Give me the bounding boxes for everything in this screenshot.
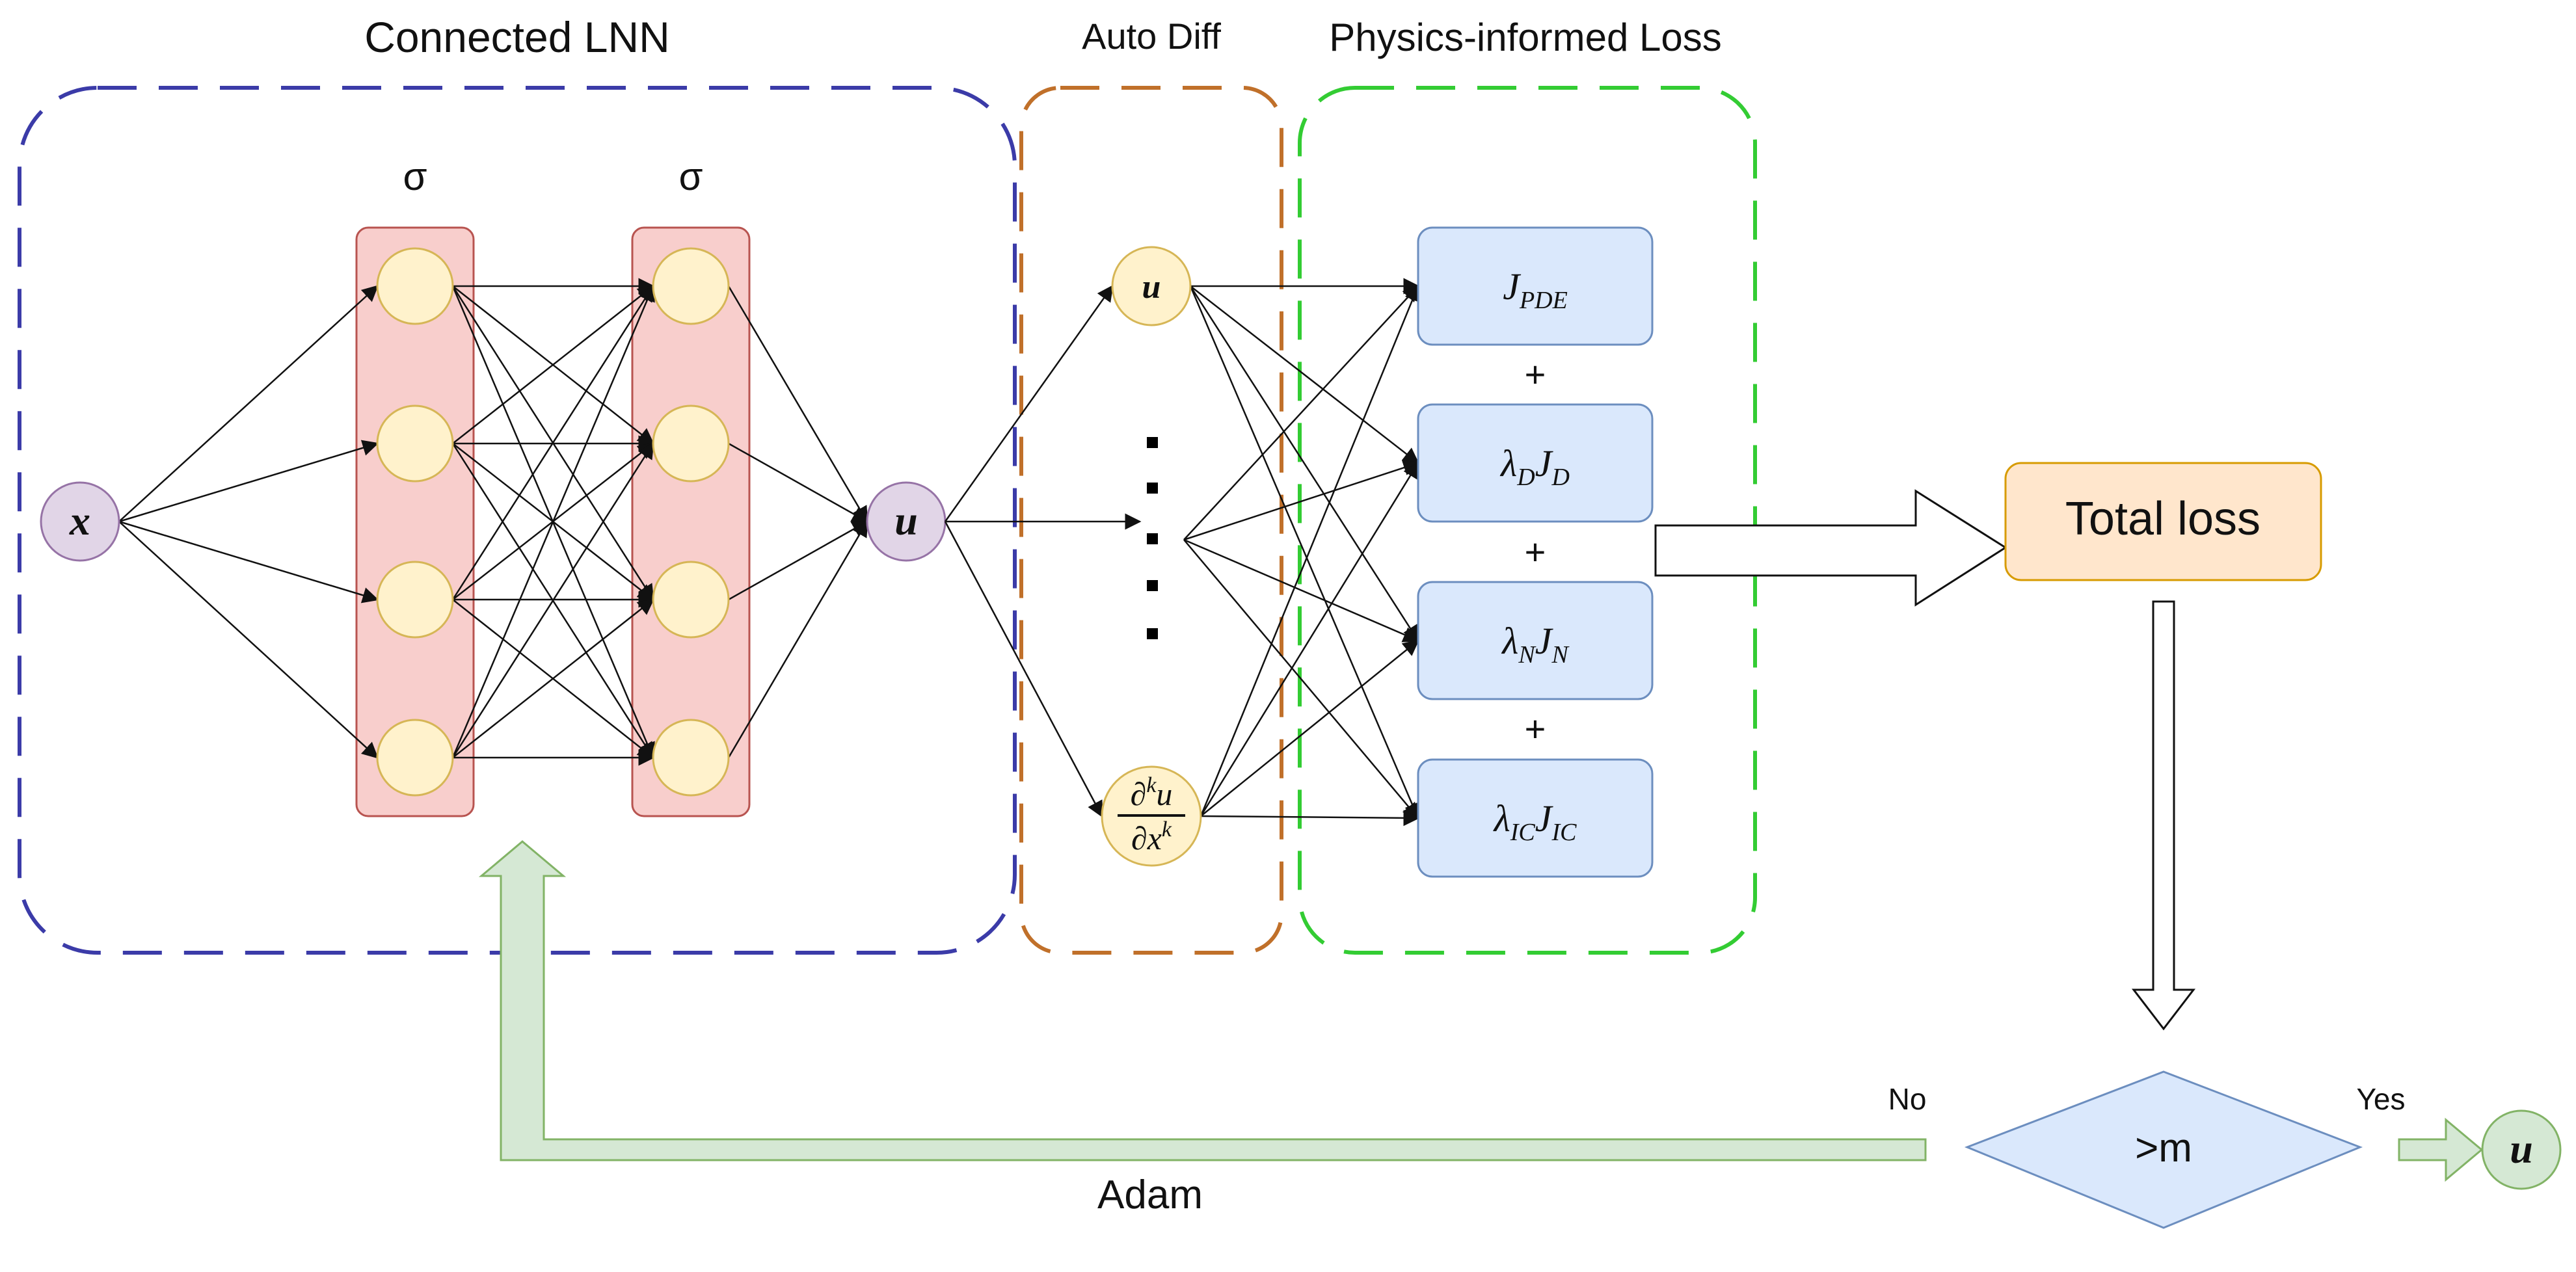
neuron-l2-1 <box>652 247 730 325</box>
input-to-hidden1-edge <box>118 520 379 603</box>
input-node <box>40 481 120 562</box>
autodiff-to-loss-edge <box>1189 285 1419 643</box>
neurons <box>376 247 730 797</box>
autodiff-u-node <box>1111 246 1192 326</box>
activation-label-1: σ <box>403 155 427 198</box>
loss-terms: JPDE λDJD λNJN λICJIC <box>1417 226 1654 878</box>
neuron-l2-2 <box>652 404 730 483</box>
neuron-l1-4 <box>376 719 454 797</box>
hidden2-to-output-edge <box>728 520 869 601</box>
autodiff-to-loss-edge <box>1183 460 1420 541</box>
hidden1-to-hidden2-edge <box>452 598 654 758</box>
loss-term-label-1: JPDE <box>1503 265 1568 314</box>
feedback-arrow-shape <box>478 840 1927 1161</box>
hidden2-to-output-edge <box>727 285 868 523</box>
autodiff-to-loss-edge <box>1190 285 1419 464</box>
input-to-hidden1-edge <box>118 521 379 759</box>
autodiff-to-loss-edge <box>1183 539 1419 819</box>
final-output-node <box>2481 1109 2562 1190</box>
input-to-hidden1-edge <box>118 285 379 522</box>
hidden1-to-hidden2-edge <box>451 284 655 758</box>
output-to-derivative-edge <box>944 521 1103 818</box>
decision-diamond <box>1964 1070 2363 1229</box>
autodiff-to-loss-edge <box>1200 810 1420 827</box>
hidden1-to-hidden2-edge <box>452 285 654 444</box>
loss-term-label-4: λICJIC <box>1493 797 1577 846</box>
no-label: No <box>1888 1082 1927 1116</box>
derivative-fraction: ∂ku ∂xk <box>1118 773 1185 856</box>
neuron-l1-3 <box>376 561 454 639</box>
optimizer-label: Adam <box>1097 1173 1203 1217</box>
neuron-l2-4 <box>652 719 730 797</box>
total-loss-label: Total loss <box>2065 493 2261 545</box>
total-to-decision-arrow <box>2131 600 2196 1031</box>
autodiff-connections <box>944 278 1421 827</box>
neuron-l1-1 <box>376 247 454 325</box>
autodiff-to-loss-edge <box>1183 538 1420 643</box>
hidden1-to-hidden2-edge <box>451 442 654 758</box>
plus-sign-2: + <box>1525 531 1546 572</box>
autodiff-u-label: u <box>1142 269 1161 306</box>
svg-text:∂ku: ∂ku <box>1131 773 1173 812</box>
feedback-arrow <box>462 843 1925 1159</box>
loss-term-label-3: λNJN <box>1501 620 1570 669</box>
output-to-u-edge <box>944 284 1114 522</box>
hidden2-to-output-edge <box>728 442 869 523</box>
autodiff-to-loss-edge <box>1200 639 1419 817</box>
yes-label: Yes <box>2356 1082 2405 1116</box>
neuron-l1-2 <box>376 404 454 483</box>
decision-label: >m <box>2135 1126 2192 1171</box>
loss-term-box-4 <box>1417 758 1654 878</box>
yes-arrow <box>2398 1117 2484 1182</box>
loss-term-box-1 <box>1417 226 1654 346</box>
total-loss-box <box>2004 462 2322 581</box>
autodiff-to-loss-edge <box>1200 461 1419 817</box>
activation-label-2: σ <box>678 155 703 198</box>
hidden-layer-2 <box>631 226 751 817</box>
autodiff-to-loss-edge <box>1189 285 1420 820</box>
hidden1-to-hidden2-edge <box>451 284 654 600</box>
input-label: x <box>69 497 90 544</box>
hidden2-to-output-edge <box>727 520 868 758</box>
network-connections <box>118 278 869 766</box>
final-output-label: u <box>2510 1126 2533 1172</box>
plus-sign-1: + <box>1525 354 1546 395</box>
loss-term-label-2: λDJD <box>1499 442 1570 491</box>
input-to-hidden1-edge <box>118 440 379 523</box>
neuron-l2-3 <box>652 561 730 639</box>
hidden-layer-1 <box>355 226 475 817</box>
network-output-label: u <box>894 497 918 544</box>
autodiff-to-loss-edge <box>1183 285 1419 540</box>
autodiff-title: Auto Diff <box>1082 16 1221 57</box>
loss-term-box-2 <box>1417 403 1654 523</box>
svg-text:∂xk: ∂xk <box>1131 817 1172 856</box>
ellipsis-dots <box>1147 437 1158 639</box>
autodiff-to-loss-edge <box>1200 284 1421 817</box>
physics-group-box <box>1298 86 1757 955</box>
physics-title: Physics-informed Loss <box>1329 16 1722 59</box>
autodiff-group-box <box>1019 86 1283 955</box>
loss-to-total-arrow <box>1654 489 2007 607</box>
loss-term-box-3 <box>1417 581 1654 700</box>
plus-sign-3: + <box>1525 708 1546 749</box>
network-title: Connected LNN <box>364 13 670 61</box>
